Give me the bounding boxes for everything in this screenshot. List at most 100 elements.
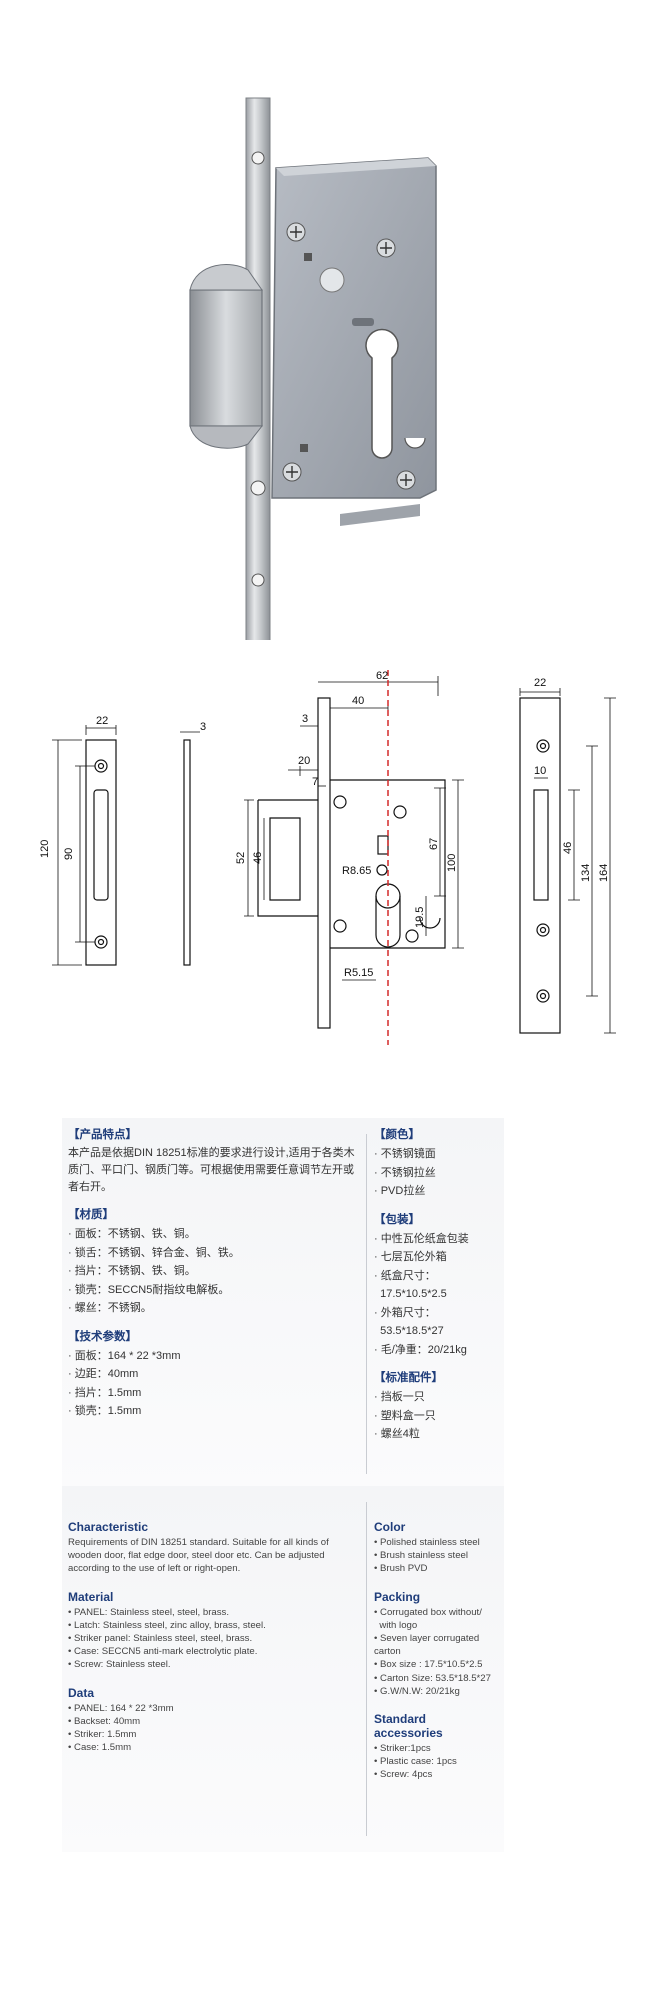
dim-face-height: 164 bbox=[598, 864, 610, 882]
dim-latch-inner: 46 bbox=[252, 852, 264, 864]
list-item: • Striker: 1.5mm bbox=[68, 1729, 137, 1741]
list-item: · 挡片：1.5mm bbox=[68, 1386, 142, 1399]
dim-faceplate-thickness: 3 bbox=[302, 713, 308, 725]
list-item: • G.W/N.W: 20/21kg bbox=[374, 1685, 460, 1697]
list-item: · 螺丝4粒 bbox=[374, 1428, 420, 1440]
en-accessories-title: Standard accessories bbox=[374, 1712, 443, 1741]
en-material-title: Material bbox=[68, 1589, 114, 1604]
list-item: • Striker:1pcs bbox=[374, 1743, 431, 1755]
list-item: • Polished stainless steel bbox=[374, 1537, 480, 1548]
striker-plate-side bbox=[183, 739, 191, 966]
list-item: • PANEL: Stainless steel, steel, brass. bbox=[68, 1606, 230, 1618]
faceplate-front bbox=[519, 697, 561, 1034]
spec-panel-chinese: 【产品特点】 本产品是依据DIN 18251标准的要求进行设计,适用于各类木质门… bbox=[62, 1118, 504, 1490]
en-material-section: Material • PANEL: Stainless steel, steel… bbox=[68, 1590, 360, 1672]
dim-latch-depth: 20 bbox=[298, 755, 310, 767]
list-item: 17.5*10.5*2.5 bbox=[374, 1288, 447, 1300]
list-item: with logo bbox=[374, 1619, 418, 1631]
en-packing-section: Packing • Corrugated box without/ with l… bbox=[374, 1590, 500, 1698]
dim-striker-width: 22 bbox=[96, 715, 108, 727]
en-characteristic-text: Requirements of DIN 18251 standard. Suit… bbox=[68, 1537, 329, 1575]
en-right-column: Color • Polished stainless steel • Brush… bbox=[374, 1520, 500, 1796]
list-item: · 纸盒尺寸： bbox=[374, 1269, 436, 1282]
list-item: · 挡板一只 bbox=[374, 1391, 425, 1403]
cn-color-section: 【颜色】 · 不锈钢镜面 · 不锈钢拉丝 · PVD拉丝 bbox=[374, 1126, 500, 1201]
cn-material-title: 【材质】 bbox=[68, 1209, 114, 1221]
cn-features-section: 【产品特点】 本产品是依据DIN 18251标准的要求进行设计,适用于各类木质门… bbox=[68, 1126, 360, 1196]
en-data-title: Data bbox=[68, 1685, 95, 1700]
en-characteristic-section: Characteristic Requirements of DIN 18251… bbox=[68, 1520, 360, 1576]
list-item: · 毛/净重：20/21kg bbox=[374, 1343, 467, 1356]
list-item: • Brush stainless steel bbox=[374, 1550, 469, 1562]
cn-left-column: 【产品特点】 本产品是依据DIN 18251标准的要求进行设计,适用于各类木质门… bbox=[68, 1126, 360, 1431]
en-color-title: Color bbox=[374, 1520, 406, 1534]
cn-accessories-title: 【标准配件】 bbox=[374, 1372, 443, 1384]
list-item: • Screw: 4pcs bbox=[374, 1769, 433, 1781]
dim-case-depth: 62 bbox=[376, 670, 388, 682]
list-item: · PVD拉丝 bbox=[374, 1185, 426, 1197]
list-item: • Corrugated box without/ bbox=[374, 1606, 482, 1618]
dim-striker-height: 120 bbox=[39, 840, 51, 858]
en-left-column: Characteristic Requirements of DIN 18251… bbox=[68, 1520, 360, 1768]
cn-params-title: 【技术参数】 bbox=[68, 1330, 137, 1343]
striker-plate-front bbox=[85, 739, 117, 966]
list-item: • Seven layer corrugated carton bbox=[374, 1633, 480, 1658]
list-item: • Screw: Stainless steel. bbox=[68, 1659, 171, 1671]
list-item: · 面板：164 * 22 *3mm bbox=[68, 1349, 181, 1362]
list-item: • Brush PVD bbox=[374, 1563, 428, 1575]
dim-latch-offset: 7 bbox=[312, 776, 318, 788]
list-item: · 锁壳：SECCN5耐指纹电解板。 bbox=[68, 1283, 230, 1296]
list-item: • Case: SECCN5 anti-mark electrolytic pl… bbox=[68, 1646, 258, 1658]
dim-backset: 40 bbox=[352, 695, 364, 707]
dim-case-height: 100 bbox=[446, 854, 458, 872]
list-item: • Box size : 17.5*10.5*2.5 bbox=[374, 1659, 483, 1671]
column-divider bbox=[366, 1502, 367, 1836]
dim-radius-top: R8.65 bbox=[342, 865, 371, 877]
latch-bolt bbox=[189, 289, 263, 427]
technical-drawings: 22 3 120 90 62 40 3 20 7 52 46 R8.65 R5.… bbox=[0, 670, 650, 1050]
dim-face-width: 22 bbox=[534, 677, 546, 689]
list-item: · 边距：40mm bbox=[68, 1368, 139, 1380]
list-item: · 螺丝：不锈钢。 bbox=[68, 1302, 152, 1314]
list-item: · 塑料盒一只 bbox=[374, 1409, 436, 1422]
list-item: • Case: 1.5mm bbox=[68, 1742, 132, 1754]
cn-features-title: 【产品特点】 bbox=[68, 1129, 137, 1141]
list-item: · 面板：不锈钢、铁、铜。 bbox=[68, 1228, 196, 1240]
dim-face-latch-height: 46 bbox=[562, 842, 574, 854]
dim-radius-bottom: R5.15 bbox=[344, 967, 373, 979]
en-characteristic-title: Characteristic bbox=[68, 1520, 149, 1534]
en-data-section: Data • PANEL: 164 * 22 *3mm • Backset: 4… bbox=[68, 1686, 360, 1755]
list-item: • Striker panel: Stainless steel, steel,… bbox=[68, 1633, 253, 1645]
cn-features-text: 本产品是依据DIN 18251标准的要求进行设计,适用于各类木质门、平口门、钢质… bbox=[68, 1147, 355, 1193]
list-item: 53.5*18.5*27 bbox=[374, 1325, 444, 1337]
list-item: • Plastic case: 1pcs bbox=[374, 1756, 457, 1768]
dimension-drawings: 22 3 120 90 62 40 3 20 7 52 46 R8.65 R5.… bbox=[39, 670, 616, 1045]
en-color-section: Color • Polished stainless steel • Brush… bbox=[374, 1520, 500, 1576]
en-packing-title: Packing bbox=[374, 1589, 421, 1604]
list-item: · 外箱尺寸： bbox=[374, 1306, 436, 1319]
dim-striker-thickness: 3 bbox=[200, 721, 206, 733]
dim-cylinder-offset: 19.5 bbox=[414, 907, 426, 928]
lock-faceplate-side bbox=[317, 697, 331, 1029]
dim-striker-holes: 90 bbox=[63, 848, 75, 860]
mortise-lock-illustration bbox=[189, 97, 437, 640]
cn-right-column: 【颜色】 · 不锈钢镜面 · 不锈钢拉丝 · PVD拉丝 【包装】 · 中性瓦伦… bbox=[374, 1126, 500, 1454]
latch-outline bbox=[257, 799, 318, 917]
cylinder-hole bbox=[365, 328, 399, 459]
list-item: · 锁壳：1.5mm bbox=[68, 1405, 142, 1417]
cn-color-title: 【颜色】 bbox=[374, 1129, 420, 1141]
dim-latch-outer: 52 bbox=[235, 852, 247, 864]
cn-packing-title: 【包装】 bbox=[374, 1213, 420, 1226]
list-item: · 七层瓦伦外箱 bbox=[374, 1251, 447, 1263]
column-divider bbox=[366, 1134, 367, 1474]
en-accessories-section: Standard accessories • Striker:1pcs • Pl… bbox=[374, 1712, 500, 1782]
spec-panel-english: Characteristic Requirements of DIN 18251… bbox=[62, 1486, 504, 1852]
dim-face-latch-width: 10 bbox=[534, 765, 546, 777]
cn-params-section: 【技术参数】 · 面板：164 * 22 *3mm · 边距：40mm · 挡片… bbox=[68, 1328, 360, 1421]
list-item: • Backset: 40mm bbox=[68, 1715, 141, 1727]
list-item: • Latch: Stainless steel, zinc alloy, br… bbox=[68, 1619, 266, 1631]
list-item: · 不锈钢镜面 bbox=[374, 1148, 436, 1160]
dim-face-hole-spacing: 134 bbox=[580, 864, 592, 882]
list-item: · 不锈钢拉丝 bbox=[374, 1166, 436, 1179]
list-item: • Carton Size: 53.5*18.5*27 bbox=[374, 1672, 491, 1684]
